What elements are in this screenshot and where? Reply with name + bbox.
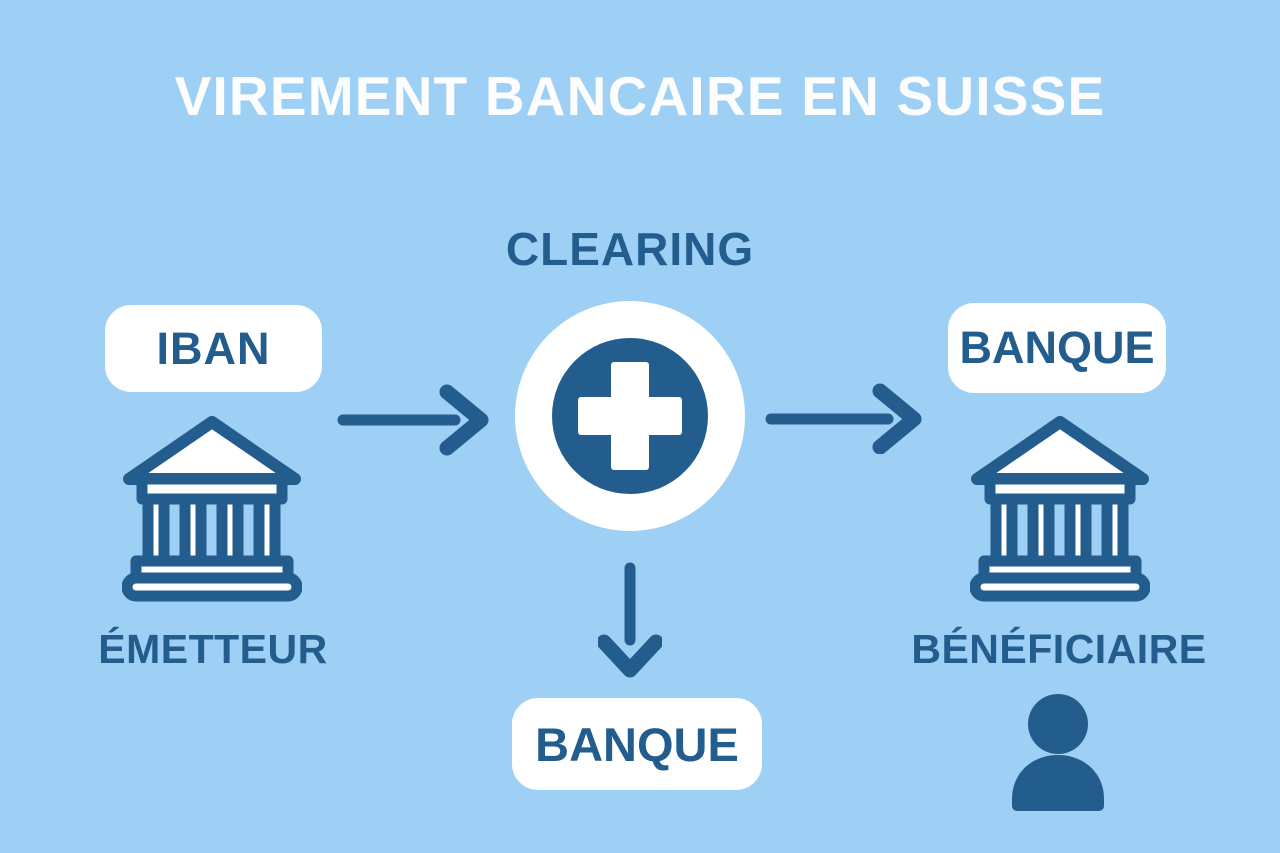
banque-badge-bottom: BANQUE [512,698,762,790]
arrow-right-icon [333,384,493,456]
bank-icon [970,415,1150,603]
banque-badge-bottom-label: BANQUE [535,717,739,771]
arrow-right-icon [762,382,927,454]
receiver-caption: BÉNÉFICIAIRE [911,626,1207,672]
iban-badge: IBAN [105,305,322,392]
iban-badge-label: IBAN [156,322,271,374]
bank-icon [122,415,302,603]
page-title: VIREMENT BANCAIRE EN SUISSE [174,65,1106,127]
banque-badge-receiver-label: BANQUE [959,322,1155,373]
sender-caption: ÉMETTEUR [98,626,328,672]
arrow-down-icon [598,558,662,680]
banque-badge-receiver: BANQUE [948,303,1166,393]
clearing-heading: CLEARING [505,223,755,275]
person-icon [1008,693,1108,811]
swiss-cross-circle-icon [515,301,745,531]
